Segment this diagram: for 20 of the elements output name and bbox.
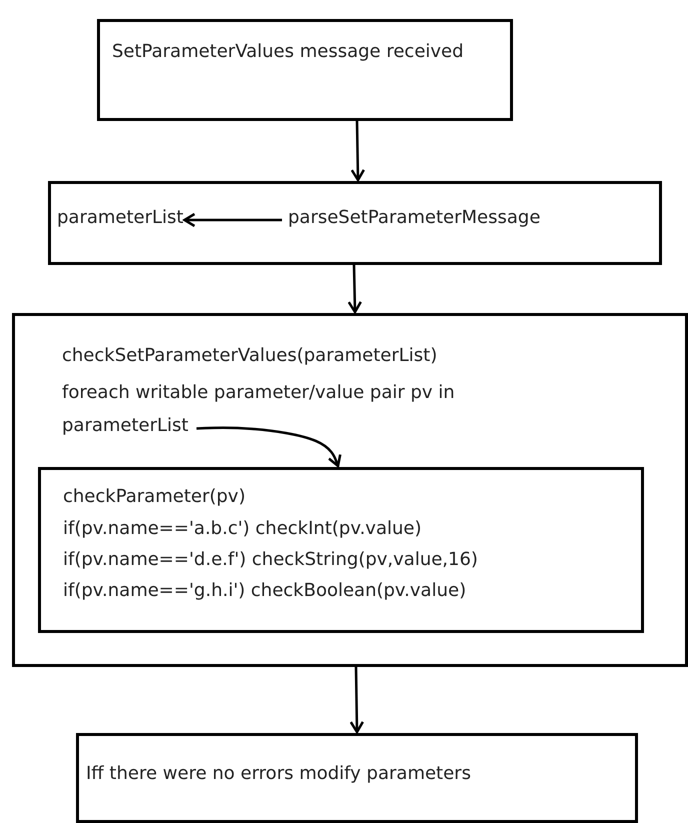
code-text: if(pv.name=='d.e.f') checkString(pv,value,16) [63,550,478,570]
process-box [38,467,644,633]
arrow [183,212,282,228]
arrow [196,426,342,468]
code-text: parameterList [57,208,184,228]
arrow [348,264,362,314]
code-text: checkParameter(pv) [63,487,246,507]
arrow [350,120,366,182]
container-box [48,181,662,265]
process-box [76,733,638,823]
code-text: if(pv.name=='g.h.i') checkBoolean(pv.value) [63,581,466,601]
code-text: parseSetParameterMessage [288,208,540,228]
code-text: Iff there were no errors modify parameters [86,764,471,784]
code-text: SetParameterValues message received [112,42,464,62]
code-text: if(pv.name=='a.b.c') checkInt(pv.value) [63,519,422,539]
code-text: checkSetParameterValues(parameterList) [62,346,438,366]
arrow [350,666,364,734]
code-text: foreach writable parameter/value pair pv in parameterList [62,376,482,442]
process-box [12,313,688,667]
process-box [97,19,513,121]
